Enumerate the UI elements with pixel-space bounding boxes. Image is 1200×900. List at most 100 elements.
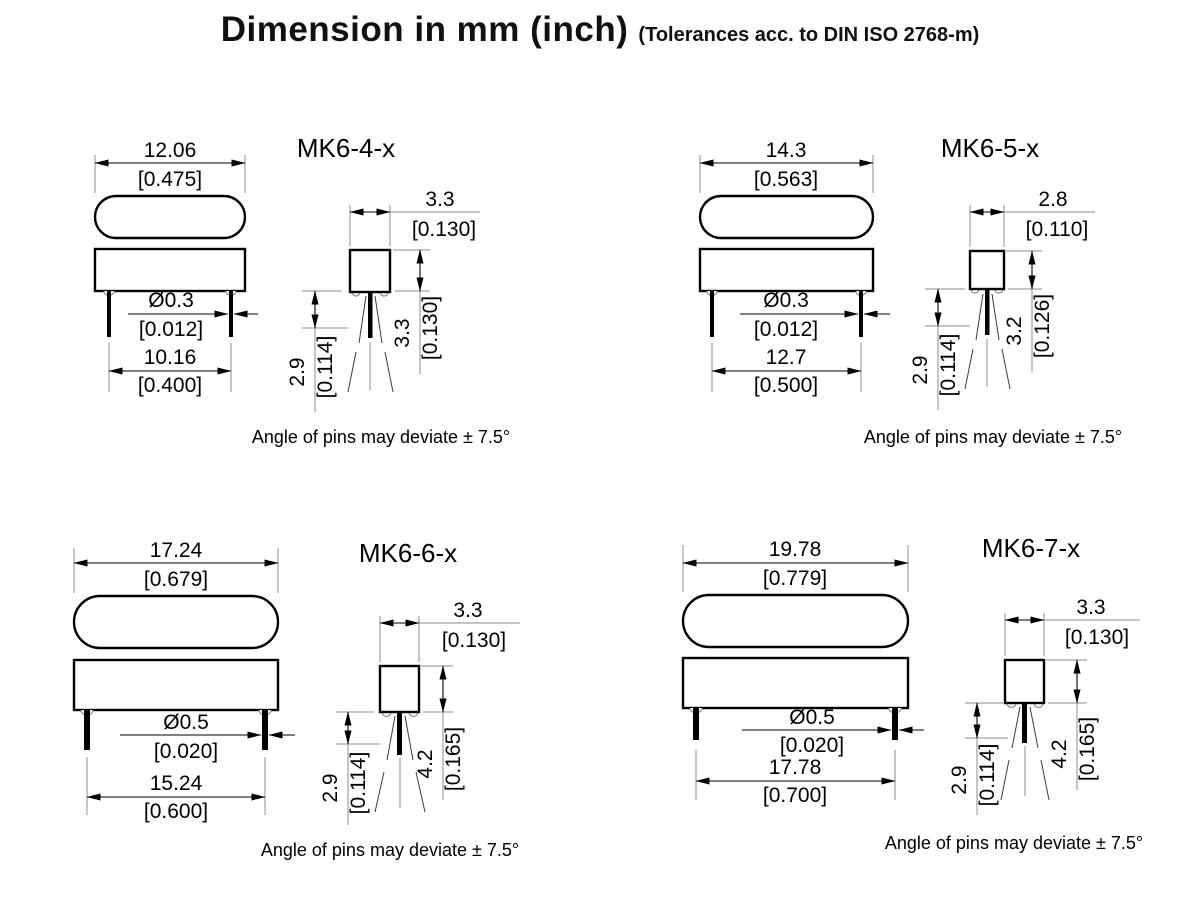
side-view	[347, 248, 394, 393]
pin-right	[859, 291, 863, 337]
dim-mm: Ø0.3	[763, 289, 809, 312]
dim-inch: [0.130]	[1065, 626, 1129, 649]
dim-mm: 2.9	[286, 357, 309, 386]
figure-title: MK6-6-x	[359, 538, 457, 568]
dim-mm: 17.78	[769, 756, 822, 779]
figure-mk6-7: MK6-7-x 19.78 [0.779] Ø0	[681, 533, 1143, 853]
figure-title: MK6-7-x	[982, 533, 1080, 563]
top-view-outline	[72, 594, 280, 650]
pin-spacing-dimension: 17.78 [0.700]	[695, 750, 896, 807]
pin-left	[710, 291, 714, 337]
pin-diameter-dimension: Ø0.3 [0.012]	[740, 289, 890, 341]
body-width-dimension: 17.24 [0.679]	[73, 539, 279, 593]
case-outline	[681, 656, 910, 710]
dim-mm: 3.2	[1003, 316, 1026, 345]
dim-mm: 17.24	[150, 539, 203, 562]
side-height-dimension: 4.2 [0.165]	[414, 665, 465, 800]
side-height-dimension: 4.2 [0.165]	[1046, 659, 1099, 790]
figure-mk6-6: MK6-6-x 17.24 [0.679] Ø0	[72, 538, 520, 860]
dim-inch: [0.400]	[138, 374, 202, 397]
pin-diameter-dimension: Ø0.3 [0.012]	[128, 289, 258, 341]
side-pin	[1022, 703, 1027, 743]
sheet-header: Dimension in mm (inch) (Tolerances acc. t…	[0, 10, 1200, 50]
dim-inch: [0.114]	[314, 336, 337, 399]
top-view	[93, 194, 247, 240]
pin-right	[892, 708, 898, 740]
top-view	[72, 594, 280, 650]
dim-inch: [0.130]	[442, 629, 506, 652]
side-height-dimension: 3.2 [0.126]	[1003, 250, 1054, 372]
side-pin	[985, 289, 990, 335]
pin-diameter-dimension: Ø0.5 [0.020]	[742, 706, 924, 757]
front-view	[698, 247, 875, 337]
side-pin	[397, 712, 402, 755]
dim-inch: [0.110]	[1026, 218, 1089, 241]
dim-mm: 12.7	[766, 346, 807, 369]
pin-right	[229, 291, 233, 337]
side-pin	[368, 292, 373, 338]
side-outline	[1003, 658, 1046, 705]
sheet-subtitle: (Tolerances acc. to DIN ISO 2768-m)	[638, 24, 980, 46]
dim-mm: 2.9	[909, 355, 932, 384]
side-view	[1000, 658, 1050, 801]
body-width-dimension: 12.06 [0.475]	[94, 139, 246, 193]
pin-length-dimension: 2.9 [0.114]	[286, 290, 348, 412]
top-view-outline	[698, 194, 875, 240]
dim-inch: [0.130]	[412, 218, 476, 241]
dim-inch: [0.475]	[138, 168, 202, 191]
side-outline	[968, 249, 1006, 291]
dim-mm: 15.24	[150, 772, 203, 795]
pin-spacing-dimension: 12.7 [0.500]	[711, 343, 862, 397]
dim-mm: 2.9	[319, 773, 342, 802]
pin-left	[693, 708, 699, 740]
case-outline	[72, 658, 280, 712]
side-view	[374, 664, 426, 813]
dim-inch: [0.700]	[763, 784, 827, 807]
pin-left	[84, 710, 90, 750]
side-width-dimension: 3.3 [0.130]	[349, 188, 480, 246]
side-outline	[378, 664, 421, 714]
dim-inch: [0.165]	[442, 727, 465, 791]
dim-mm: Ø0.5	[163, 711, 209, 734]
side-width-dimension: 3.3 [0.130]	[379, 599, 520, 662]
dim-mm: Ø0.3	[148, 289, 194, 312]
pin-angle-note: Angle of pins may deviate ± 7.5°	[885, 833, 1143, 853]
dim-inch: [0.012]	[139, 318, 203, 341]
front-view	[681, 656, 910, 740]
pin-length-dimension: 2.9 [0.114]	[319, 711, 380, 825]
side-height-dimension: 3.3 [0.130]	[391, 249, 442, 374]
dim-mm: 4.2	[414, 749, 437, 778]
top-view-outline	[93, 194, 247, 240]
dim-mm: 3.3	[453, 599, 482, 622]
dim-inch: [0.130]	[419, 296, 442, 360]
dim-mm: 12.06	[144, 139, 197, 162]
dim-inch: [0.500]	[754, 374, 818, 397]
dim-inch: [0.114]	[937, 334, 960, 397]
body-width-dimension: 19.78 [0.779]	[682, 538, 909, 592]
pin-angle-note: Angle of pins may deviate ± 7.5°	[864, 427, 1122, 447]
top-view-outline	[681, 593, 910, 649]
side-width-dimension: 3.3 [0.130]	[1004, 596, 1140, 656]
dim-mm: 4.2	[1048, 739, 1071, 768]
case-outline	[93, 247, 247, 293]
side-outline	[348, 248, 392, 294]
figure-mk6-4: MK6-4-x 12.06 [0.475] Ø0	[93, 133, 510, 447]
pin-angle-note: Angle of pins may deviate ± 7.5°	[261, 840, 519, 860]
sheet-title: Dimension in mm (inch)	[220, 10, 629, 49]
dim-inch: [0.012]	[754, 318, 818, 341]
side-view	[964, 249, 1011, 390]
pin-length-dimension: 2.9 [0.114]	[948, 702, 1008, 815]
front-view	[72, 658, 280, 750]
body-width-dimension: 14.3 [0.563]	[699, 139, 874, 193]
pin-splay-lines	[964, 293, 1011, 390]
dim-mm: 14.3	[766, 139, 807, 162]
dim-inch: [0.114]	[976, 744, 999, 807]
top-view	[698, 194, 875, 240]
pin-splay-lines	[1000, 706, 1050, 801]
figure-mk6-5: MK6-5-x 14.3 [0.563] Ø0.	[698, 133, 1122, 447]
pin-splay-lines	[347, 295, 394, 393]
dim-mm: 19.78	[769, 538, 822, 561]
front-view	[93, 247, 247, 337]
